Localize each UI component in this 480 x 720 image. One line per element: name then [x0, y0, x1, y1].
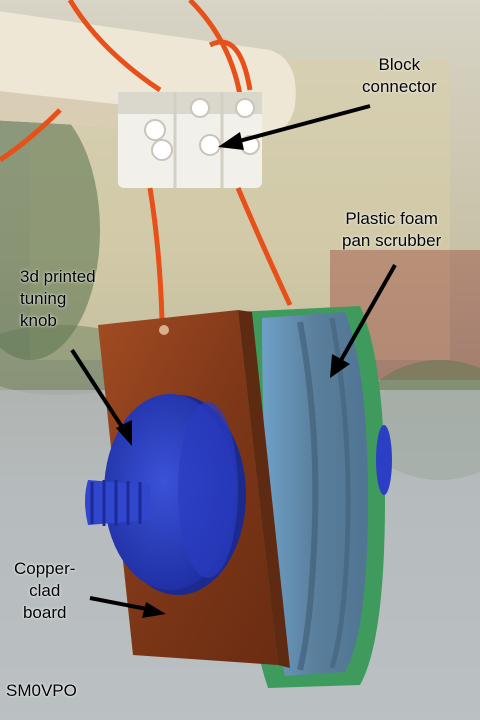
background-tree-left: [0, 100, 100, 360]
wire-loop: [208, 39, 253, 91]
arrow-block-connector: [231, 104, 371, 145]
wire-left: [0, 108, 62, 163]
arrows: [70, 104, 397, 618]
label-block-connector-line-2: connector: [362, 77, 437, 96]
arrow-head-foam: [330, 354, 350, 378]
credit-label: SM0VPO: [6, 681, 77, 700]
foam-scrubber: [235, 306, 392, 688]
arrow-head-knob: [116, 420, 132, 446]
wire-down-left: [147, 187, 165, 321]
label-tuning-knob-line-1: 3d printed: [20, 267, 96, 286]
label-block-connector: Block connector: [362, 54, 437, 98]
label-tuning-knob: 3d printed tuning knob: [20, 266, 96, 332]
arrow-copper: [89, 596, 153, 612]
label-plastic-foam: Plastic foam pan scrubber: [342, 208, 441, 252]
label-tuning-knob-line-3: knob: [20, 311, 57, 330]
arrow-head-block-connector: [218, 132, 244, 150]
block-connector: [118, 92, 262, 188]
wire-down-right: [235, 187, 293, 307]
wire-top-left: [67, 0, 162, 93]
arrow-knob: [70, 348, 126, 432]
arrow-head-copper: [142, 602, 166, 618]
label-copper-clad-line-3: board: [22, 603, 67, 622]
label-copper-clad-line-2: clad: [29, 581, 61, 600]
label-tuning-knob-line-2: tuning: [20, 289, 67, 308]
arrow-foam: [338, 264, 397, 363]
label-plastic-foam-line-2: pan scrubber: [342, 231, 442, 250]
label-copper-clad: Copper- clad board: [14, 558, 75, 624]
label-block-connector-line-1: Block: [378, 55, 421, 74]
label-copper-clad-line-1: Copper-: [14, 559, 76, 578]
tuning-knob: [85, 394, 246, 595]
label-plastic-foam-line-1: Plastic foam: [345, 209, 438, 228]
